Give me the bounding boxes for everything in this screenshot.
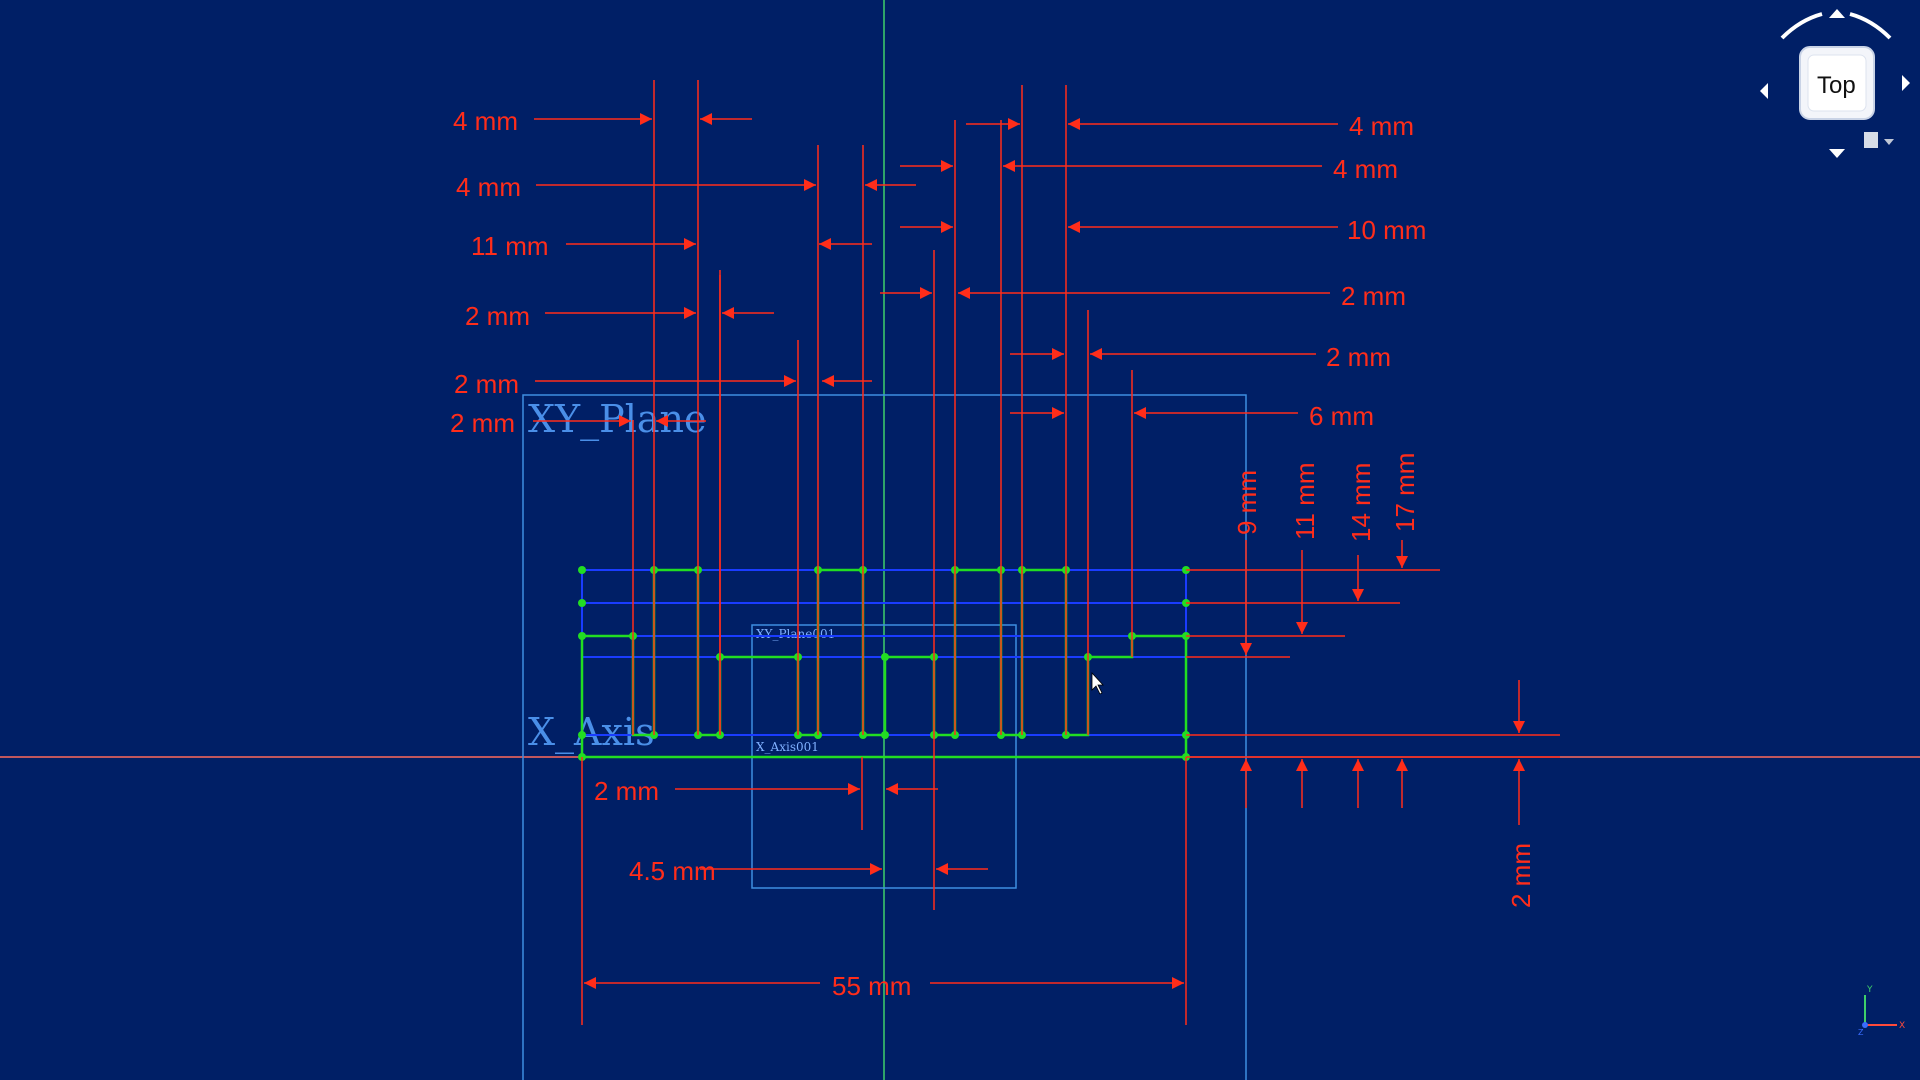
xy-plane-label: XY_Plane	[528, 397, 706, 442]
dim-label[interactable]: 55 mm	[832, 971, 911, 1001]
axis-z-label: Z	[1858, 1028, 1864, 1037]
dim-label[interactable]: 11 mm	[471, 231, 549, 261]
dimension-arrows-right	[880, 118, 1338, 419]
dimension-arrows-vertical	[1240, 540, 1525, 825]
dim-label[interactable]: 2 mm	[594, 776, 659, 806]
dim-label[interactable]: 11 mm	[1290, 462, 1320, 540]
dimension-arrows-bottom	[584, 783, 1184, 989]
dim-label[interactable]: 14 mm	[1346, 463, 1376, 542]
dim-label[interactable]: 4 mm	[456, 172, 521, 202]
dim-label[interactable]: 4.5 mm	[629, 856, 716, 886]
dim-label[interactable]: 4 mm	[1349, 111, 1414, 141]
dim-label[interactable]: 17 mm	[1390, 453, 1420, 532]
extension-lines	[581, 80, 1560, 1025]
navigation-cube[interactable]: Top	[1760, 9, 1910, 158]
axis-indicator: Y X Z	[1858, 985, 1905, 1037]
rotate-left-icon[interactable]	[1780, 12, 1823, 40]
dimension-arrows-left	[533, 113, 916, 427]
dim-label[interactable]: 2 mm	[454, 369, 519, 399]
dim-label[interactable]: 2 mm	[465, 301, 530, 331]
x-axis-label: X_Axis	[528, 710, 655, 755]
dim-label[interactable]: 2 mm	[1341, 281, 1406, 311]
mouse-cursor-icon	[1091, 671, 1104, 695]
dim-label[interactable]: 10 mm	[1347, 215, 1426, 245]
arrow-left-icon[interactable]	[1760, 83, 1768, 99]
dim-label[interactable]: 9 mm	[1232, 470, 1262, 535]
dim-label[interactable]: 2 mm	[1326, 342, 1391, 372]
arrow-up-icon[interactable]	[1829, 9, 1845, 18]
navcube-face-label: Top	[1817, 72, 1856, 99]
dim-label[interactable]: 2 mm	[1506, 843, 1536, 908]
dim-label[interactable]: 4 mm	[453, 106, 518, 136]
view-menu-icon[interactable]	[1864, 132, 1878, 148]
arrow-down-icon[interactable]	[1829, 149, 1845, 158]
axis-x-label: X	[1899, 1021, 1905, 1031]
x-axis001-label: X_Axis001	[756, 740, 819, 754]
xy-plane001-label: XY_Plane001	[756, 627, 835, 641]
arrow-right-icon[interactable]	[1902, 75, 1910, 91]
axis-y-label: Y	[1866, 985, 1873, 995]
rotate-right-icon[interactable]	[1849, 12, 1892, 40]
dim-label[interactable]: 6 mm	[1309, 401, 1374, 431]
dim-label[interactable]: 2 mm	[450, 408, 515, 438]
xy-plane-outline[interactable]	[522, 394, 1247, 1080]
dim-label[interactable]: 4 mm	[1333, 154, 1398, 184]
